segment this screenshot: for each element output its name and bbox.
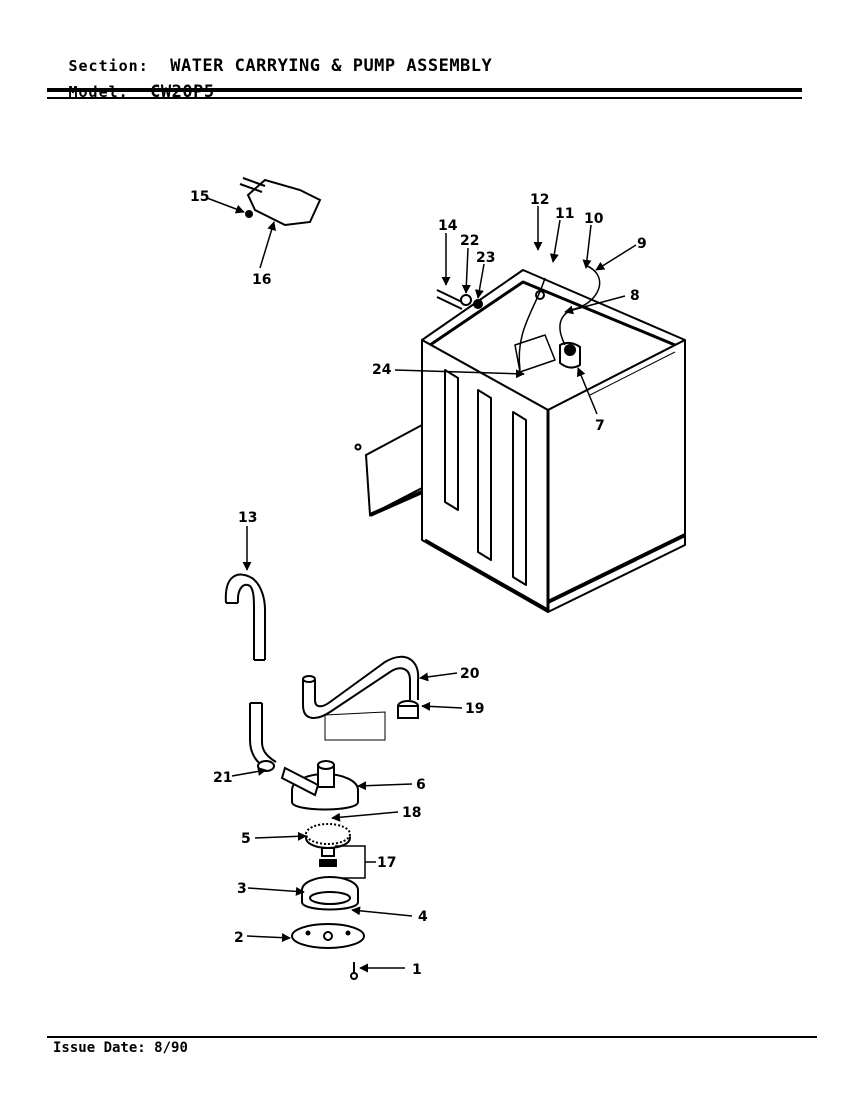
part-label-21: 21 <box>213 770 232 786</box>
part-label-20: 20 <box>460 666 480 682</box>
section-label: Section: <box>68 57 149 75</box>
part-label-5: 5 <box>241 831 251 847</box>
part-label-2: 2 <box>234 930 244 946</box>
part-label-10: 10 <box>584 211 604 227</box>
part-label-1: 1 <box>412 962 422 978</box>
part-label-22: 22 <box>460 233 479 249</box>
part-labels: 15 16 14 22 23 12 11 10 9 8 7 24 13 20 1… <box>190 189 647 978</box>
part-label-14: 14 <box>438 218 458 234</box>
part-label-11: 11 <box>555 206 574 222</box>
header-rule-thick <box>47 88 802 92</box>
issue-date-value: 8/90 <box>154 1040 188 1056</box>
part-label-18: 18 <box>402 805 421 821</box>
pump-assembly <box>257 700 419 980</box>
part-label-19: 19 <box>465 701 484 717</box>
pump-hose <box>302 655 420 741</box>
part-label-17: 17 <box>377 855 396 871</box>
part-label-9: 9 <box>637 236 647 252</box>
part-label-23: 23 <box>476 250 495 266</box>
part-label-4: 4 <box>418 909 428 925</box>
bracket-assembly <box>239 177 322 227</box>
part-17-bracket <box>335 845 376 879</box>
drain-hose <box>224 573 277 771</box>
model-label: Model: <box>68 83 129 101</box>
part-label-3: 3 <box>237 881 247 897</box>
footer-rule <box>47 1036 817 1038</box>
header-rule-thin <box>47 97 802 99</box>
part-label-15: 15 <box>190 189 209 205</box>
part-label-12: 12 <box>530 192 549 208</box>
inlet-hoses <box>436 289 483 310</box>
part-label-8: 8 <box>630 288 640 304</box>
leader-lines <box>206 197 637 973</box>
part-label-24: 24 <box>372 362 392 378</box>
part-label-6: 6 <box>416 777 426 793</box>
washer-cabinet <box>421 264 686 613</box>
part-label-7: 7 <box>595 418 605 434</box>
side-panel <box>354 423 423 517</box>
issue-date: Issue Date: 8/90 <box>53 1040 188 1056</box>
part-label-13: 13 <box>238 510 257 526</box>
section-line: Section: WATER CARRYING & PUMP ASSEMBLY <box>47 36 492 76</box>
part-label-16: 16 <box>252 272 271 288</box>
issue-date-label: Issue Date: <box>53 1040 146 1056</box>
section-title: WATER CARRYING & PUMP ASSEMBLY <box>170 56 493 76</box>
